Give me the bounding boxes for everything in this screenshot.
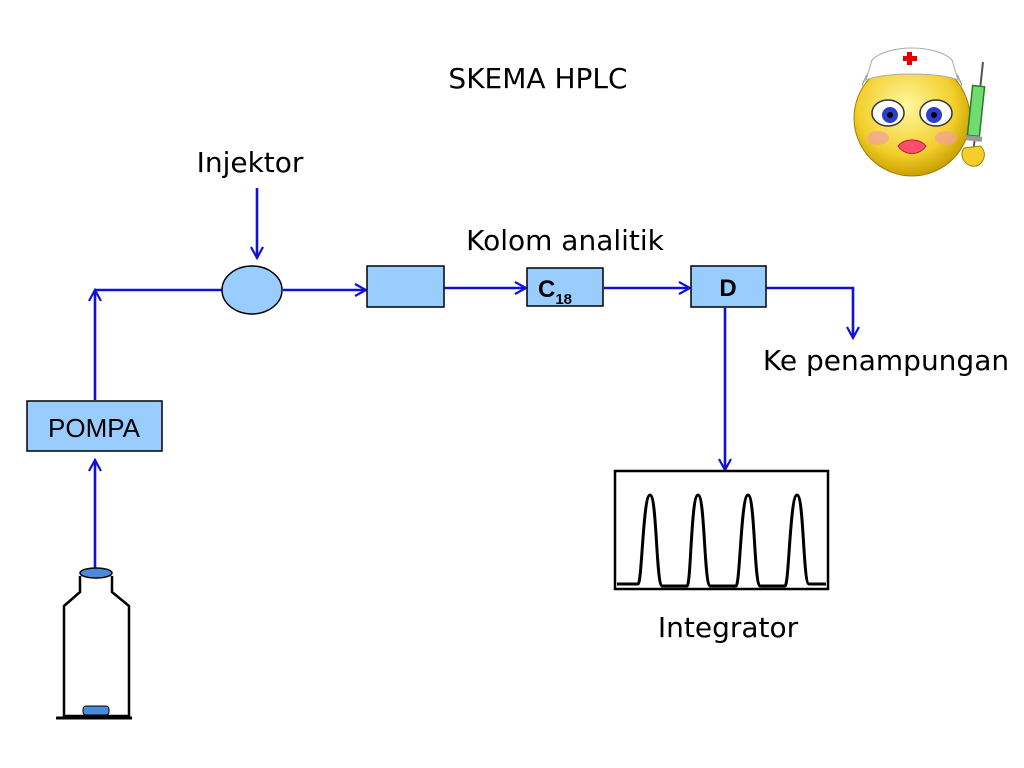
pump-box [26,400,163,452]
integrator-box [613,469,830,591]
flow-arrow-to-waste [766,286,853,338]
column-label: C18 [538,276,572,308]
detector-label: D [719,275,736,302]
column-label-sub: 18 [555,291,572,308]
pump-label: POMPA [48,413,141,443]
guard-column-box [366,265,445,308]
column-caption: Kolom analitik [466,224,665,257]
nurse-emoji-icon [853,47,986,177]
waste-label: Ke penampungan [763,344,1009,377]
diagram-title: SKEMA HPLC [448,62,627,95]
injector-valve [221,265,283,315]
column-label-main: C [538,276,555,303]
analytical-column-box [526,267,604,307]
chromatogram-peaks [617,493,826,588]
detector-box [690,265,767,308]
injector-label: Injektor [197,146,304,179]
integrator-label: Integrator [658,611,799,644]
solvent-bottle-icon [56,567,132,720]
